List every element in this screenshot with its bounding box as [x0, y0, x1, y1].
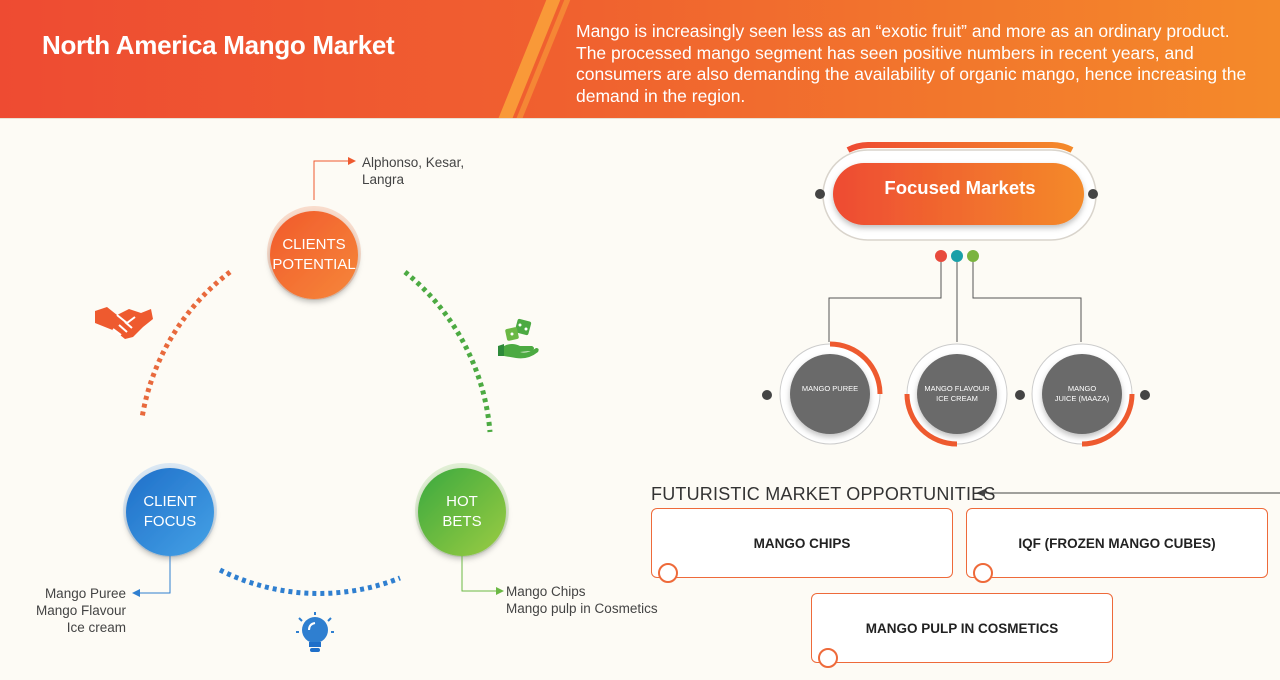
- opportunity-label: MANGO PULP IN COSMETICS: [865, 620, 1059, 636]
- hot-bets-label: HOT BETS: [442, 493, 482, 530]
- page-title: North America Mango Market: [42, 30, 395, 60]
- arc-green: [403, 270, 493, 433]
- connector-hot-bets: [461, 556, 504, 595]
- dice-hand-icon: [498, 318, 539, 359]
- hot-bets-circle: [415, 463, 509, 557]
- content-area: [0, 118, 1280, 680]
- hot-bets-note: Mango Chips Mango pulp in Cosmetics: [506, 584, 658, 616]
- futuristic-title: FUTURISTIC MARKET OPPORTUNITIES: [651, 484, 996, 504]
- mango-puree-label: MANGO PUREE: [801, 384, 859, 393]
- clients-potential-label: CLIENTS POTENTIAL: [272, 236, 356, 273]
- color-dots: [935, 250, 979, 262]
- opportunity-card: IQF (FROZEN MANGO CUBES): [966, 508, 1268, 583]
- client-focus-circle: [123, 463, 217, 557]
- focused-markets-capsule: [815, 142, 1098, 241]
- client-focus-note: Mango Puree Mango Flavour Ice cream: [35, 586, 126, 635]
- handshake-icon: [95, 307, 153, 339]
- lightbulb-icon: [296, 612, 334, 652]
- card-knob: [818, 648, 838, 668]
- mango-juice-node: [1031, 343, 1150, 447]
- card-knob: [658, 563, 678, 583]
- header-banner: North America Mango Market Mango is incr…: [0, 0, 1280, 118]
- focused-markets-title: Focused Markets: [884, 177, 1036, 198]
- clients-potential-note: Alphonso, Kesar, Langra: [362, 155, 465, 187]
- mango-juice-label: MANGO JUICE (MAAZA): [1054, 384, 1110, 403]
- opportunity-card: MANGO CHIPS: [651, 508, 953, 583]
- fmo-arrow: [976, 489, 1280, 497]
- mango-icecream-label: MANGO FLAVOUR ICE CREAM: [924, 384, 990, 403]
- clients-potential-circle: [267, 206, 361, 300]
- opportunity-card: MANGO PULP IN COSMETICS: [811, 593, 1113, 668]
- connector-client-focus: [132, 556, 171, 597]
- card-knob: [973, 563, 993, 583]
- header-description: Mango is increasingly seen less as an “e…: [576, 21, 1247, 106]
- mango-icecream-node: [904, 343, 1025, 447]
- connector-clients: [313, 157, 356, 200]
- tree-connectors: [828, 262, 1082, 342]
- client-focus-label: CLIENT FOCUS: [143, 493, 197, 530]
- opportunity-label: MANGO CHIPS: [753, 535, 851, 551]
- mango-puree-node: [762, 341, 883, 445]
- arc-blue: [218, 567, 401, 596]
- arc-orange: [139, 270, 232, 419]
- opportunity-label: IQF (FROZEN MANGO CUBES): [1018, 535, 1216, 551]
